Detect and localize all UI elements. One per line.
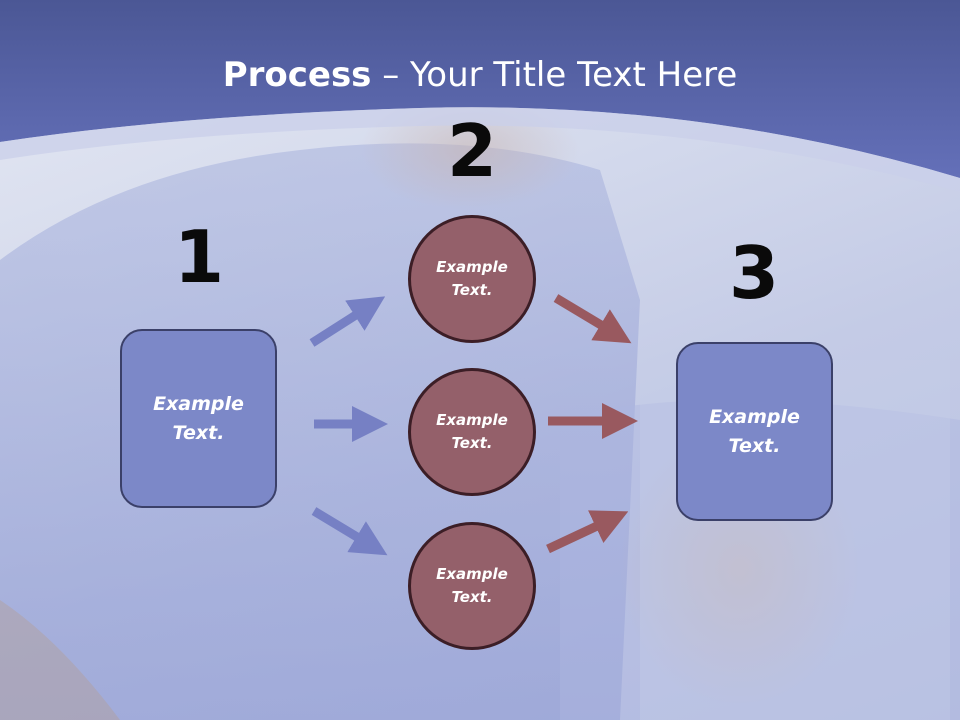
arrow-down-right <box>311 507 388 556</box>
step-3-label-line1: Example <box>709 405 800 428</box>
step-2-circle-bottom: Example Text. <box>408 522 536 650</box>
circle-top-line2: Text. <box>451 281 493 299</box>
page-title: Process – Your Title Text Here <box>0 52 960 98</box>
arrow-up-right <box>309 296 386 347</box>
arrow-up-right-red <box>546 510 629 554</box>
step-number-2: 2 <box>446 109 498 193</box>
step-2-circle-middle: Example Text. <box>408 368 536 496</box>
step-3-label-line2: Text. <box>728 434 781 457</box>
step-1-label-line1: Example <box>153 392 244 415</box>
step-1-box: Example Text. <box>120 329 277 508</box>
step-number-3: 3 <box>728 231 780 315</box>
circle-bottom-line2: Text. <box>451 588 493 606</box>
title-bold: Process <box>222 55 372 95</box>
circle-bottom-line1: Example <box>436 565 508 583</box>
step-number-1: 1 <box>173 215 225 299</box>
title-rest: – Your Title Text Here <box>371 55 738 95</box>
arrow-down-right-red <box>553 294 632 344</box>
circle-middle-line1: Example <box>436 411 508 429</box>
header-banner <box>0 0 960 192</box>
circle-top-line1: Example <box>436 258 508 276</box>
circle-middle-line2: Text. <box>451 434 493 452</box>
step-3-box: Example Text. <box>676 342 833 521</box>
step-1-label-line2: Text. <box>172 421 225 444</box>
step-2-circle-top: Example Text. <box>408 215 536 343</box>
